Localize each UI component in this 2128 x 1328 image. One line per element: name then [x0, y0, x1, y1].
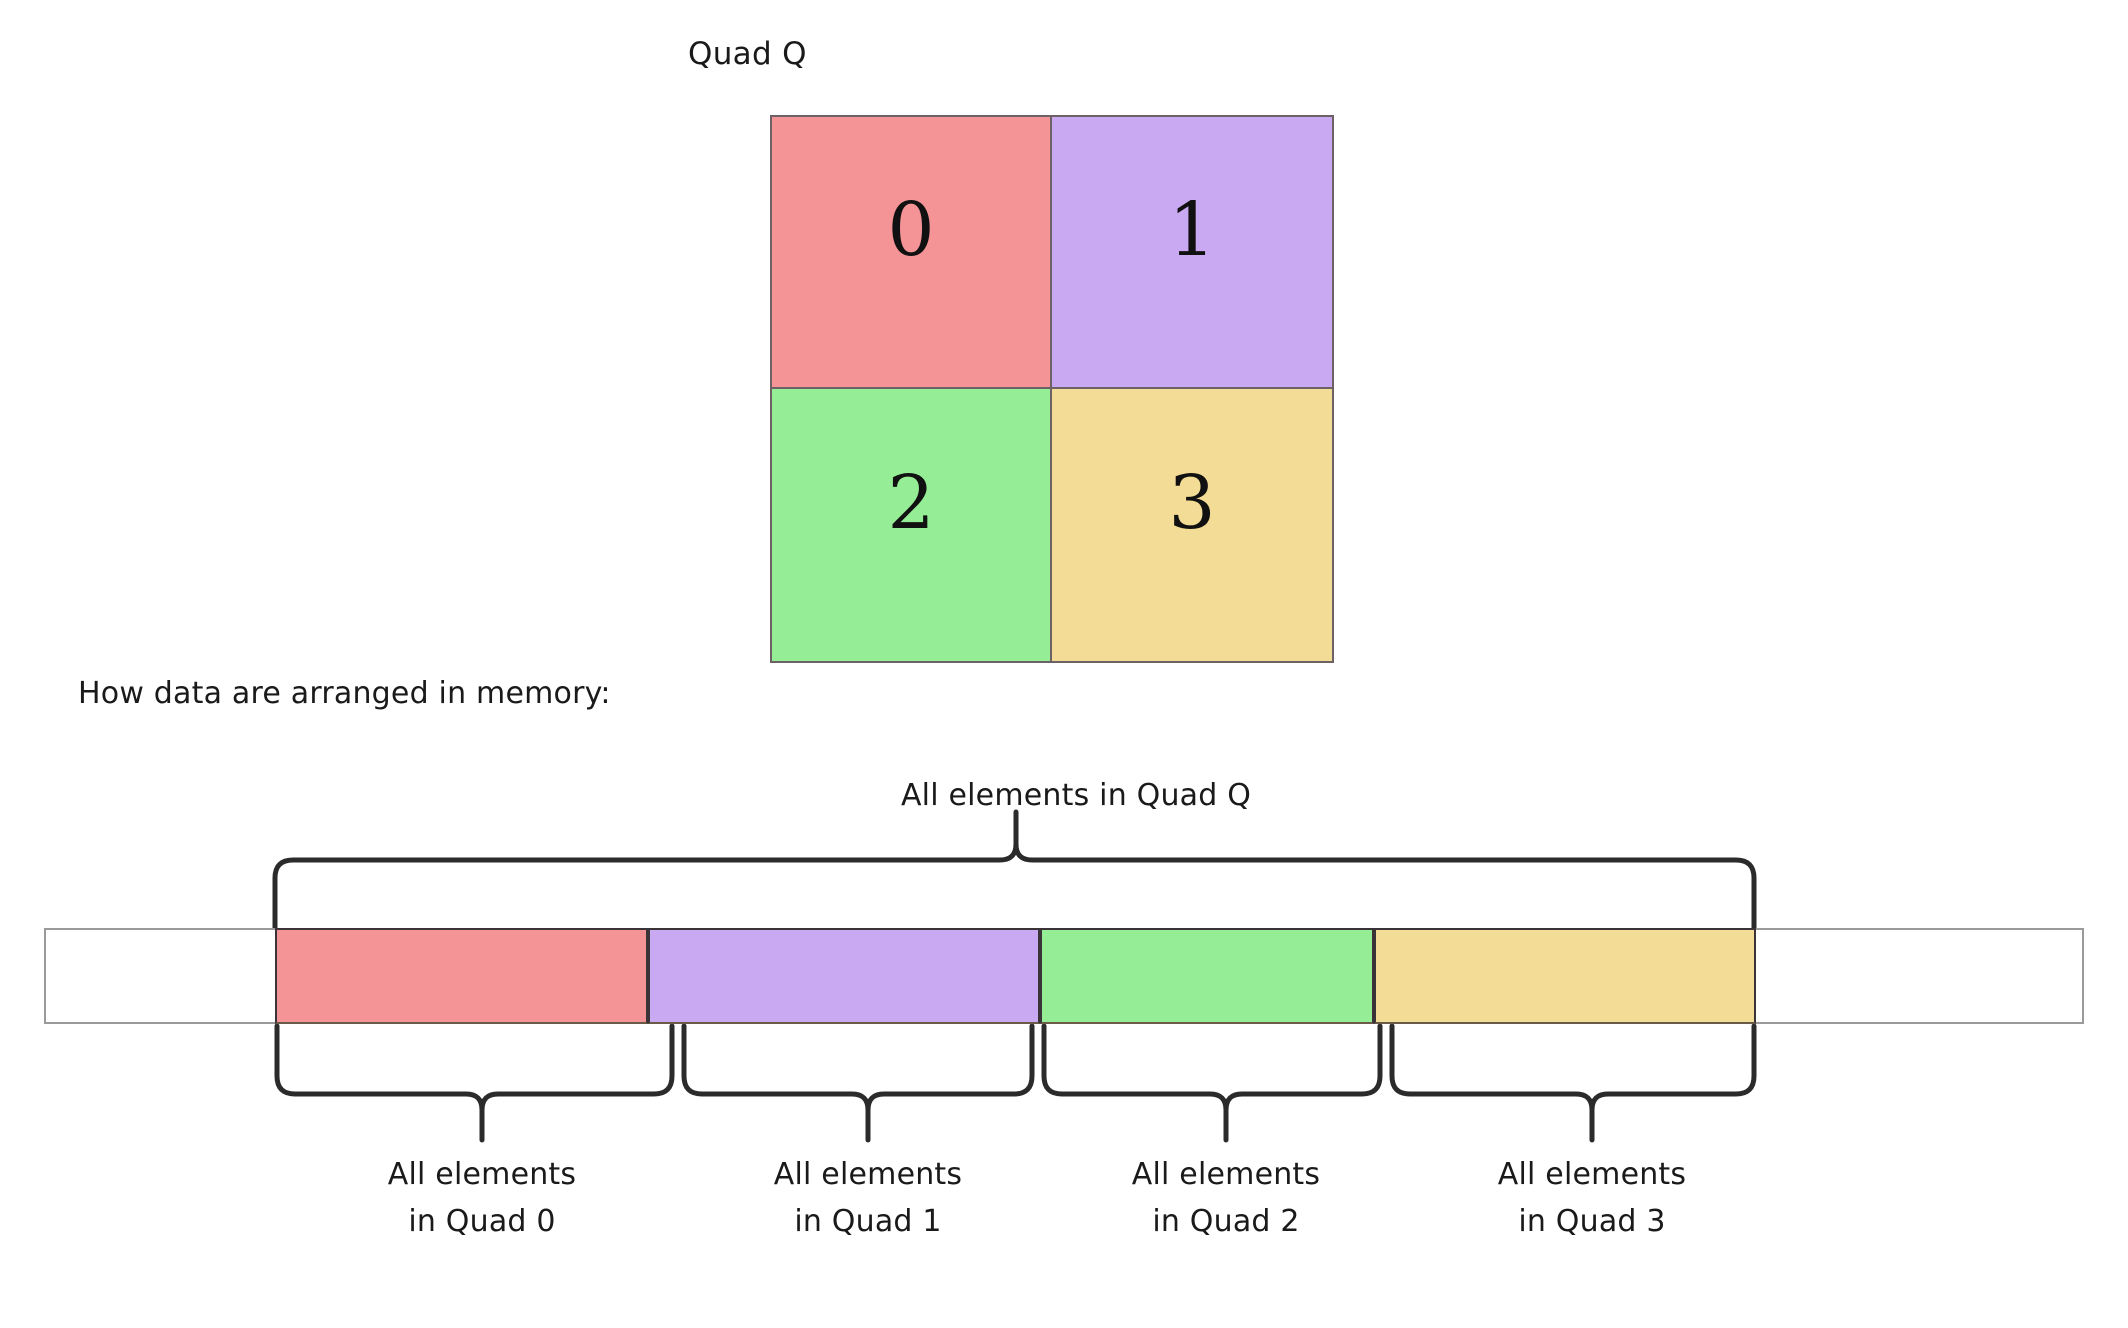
memory-caption: How data are arranged in memory: — [78, 676, 611, 711]
memory-bar — [44, 928, 2084, 1024]
memory-segment-label-quad-0: All elements in Quad 0 — [282, 1152, 682, 1245]
memory-segment-label-quad-2: All elements in Quad 2 — [1026, 1152, 1426, 1245]
quad-cell-2-label: 2 — [887, 460, 935, 546]
top-brace-label-wrap: All elements in Quad Q — [0, 778, 2128, 813]
brace-quad-0 — [274, 1023, 675, 1143]
label-line-1: All elements — [773, 1157, 963, 1192]
brace-quad-1 — [681, 1023, 1035, 1143]
quad-cell-1: 1 — [1052, 117, 1332, 389]
label-line-2: in Quad 3 — [1518, 1203, 1666, 1239]
brace-quad-2 — [1041, 1023, 1383, 1143]
memory-segment-quad-0 — [275, 928, 648, 1024]
quad-cell-3-label: 3 — [1168, 460, 1216, 546]
quad-cell-1-label: 1 — [1168, 187, 1216, 273]
top-brace-label: All elements in Quad Q — [900, 778, 1252, 813]
brace-all-quads — [272, 809, 1757, 931]
quad-cell-3: 3 — [1052, 389, 1332, 661]
label-line-1: All elements — [1497, 1157, 1687, 1192]
memory-segment-label-quad-1: All elements in Quad 1 — [668, 1152, 1068, 1245]
memory-segment-quad-2 — [1040, 928, 1374, 1024]
label-line-2: in Quad 0 — [408, 1203, 556, 1239]
label-line-2: in Quad 2 — [1152, 1203, 1300, 1239]
label-line-2: in Quad 1 — [794, 1203, 942, 1239]
brace-quad-3 — [1389, 1023, 1757, 1143]
quad-cell-0: 0 — [772, 117, 1052, 389]
memory-segment-quad-1 — [648, 928, 1040, 1024]
memory-segment-label-quad-3: All elements in Quad 3 — [1392, 1152, 1792, 1245]
quad-grid-title: Quad Q — [688, 36, 807, 72]
quad-grid: 0 1 2 3 — [772, 117, 1332, 661]
quad-cell-2: 2 — [772, 389, 1052, 661]
label-line-1: All elements — [387, 1157, 577, 1192]
label-line-1: All elements — [1131, 1157, 1321, 1192]
memory-segment-quad-3 — [1374, 928, 1756, 1024]
quad-cell-0-label: 0 — [887, 187, 935, 273]
